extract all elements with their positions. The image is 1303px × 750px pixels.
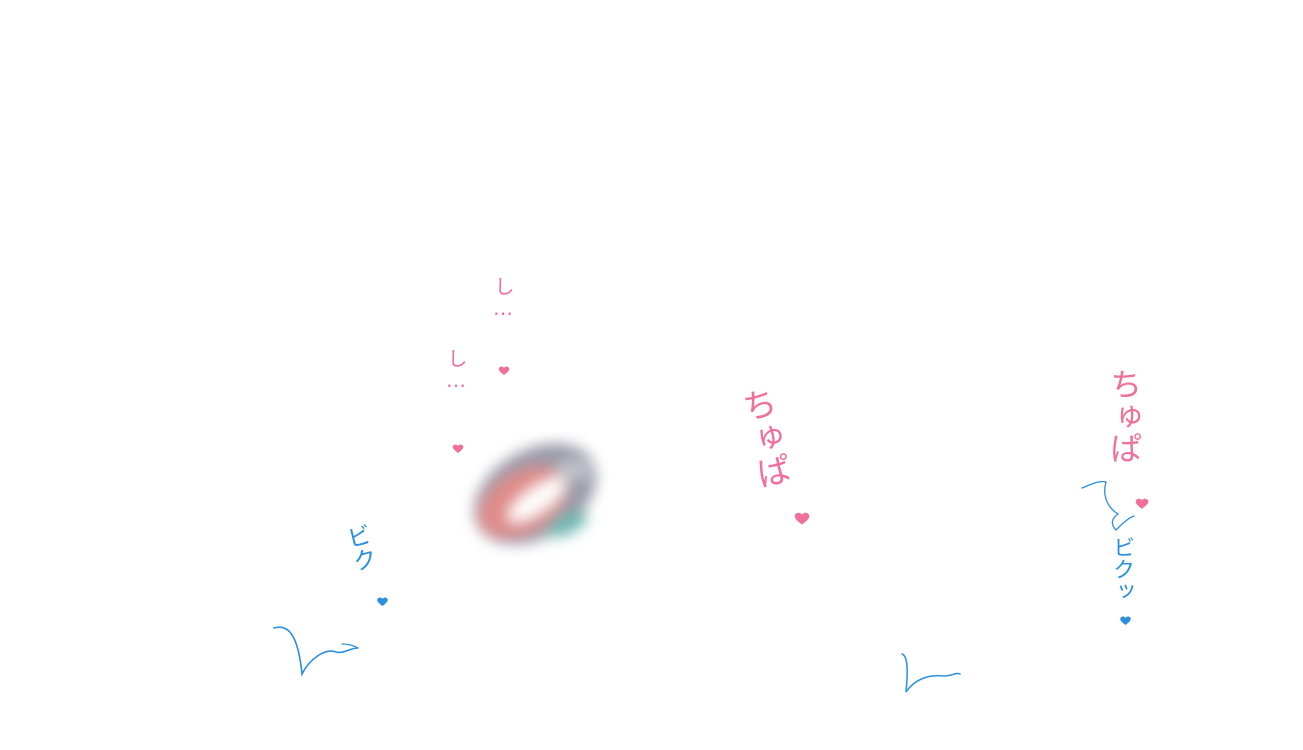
heart-icon	[452, 444, 464, 453]
heart-icon	[1135, 498, 1149, 509]
heart-icon	[794, 512, 810, 525]
blurred-object	[473, 443, 597, 545]
twitch-line-icon	[1081, 480, 1135, 531]
twitch-line-icon	[273, 626, 359, 677]
heart-icon	[498, 366, 510, 375]
heart-icon	[1120, 616, 1131, 625]
sound-text-chupa-right: ちゅぱ	[1105, 368, 1143, 464]
whisper-text-shii-2: し…	[444, 348, 468, 392]
sound-text-biku-right: ビクッ	[1109, 536, 1134, 602]
sound-text-biku-left: ビク	[340, 521, 379, 576]
whisper-text-shii-1: し…	[491, 276, 515, 320]
heart-icon	[377, 597, 388, 606]
sound-text-chupa-center: ちゅぱ	[733, 384, 794, 493]
twitch-line-icon	[901, 653, 961, 693]
